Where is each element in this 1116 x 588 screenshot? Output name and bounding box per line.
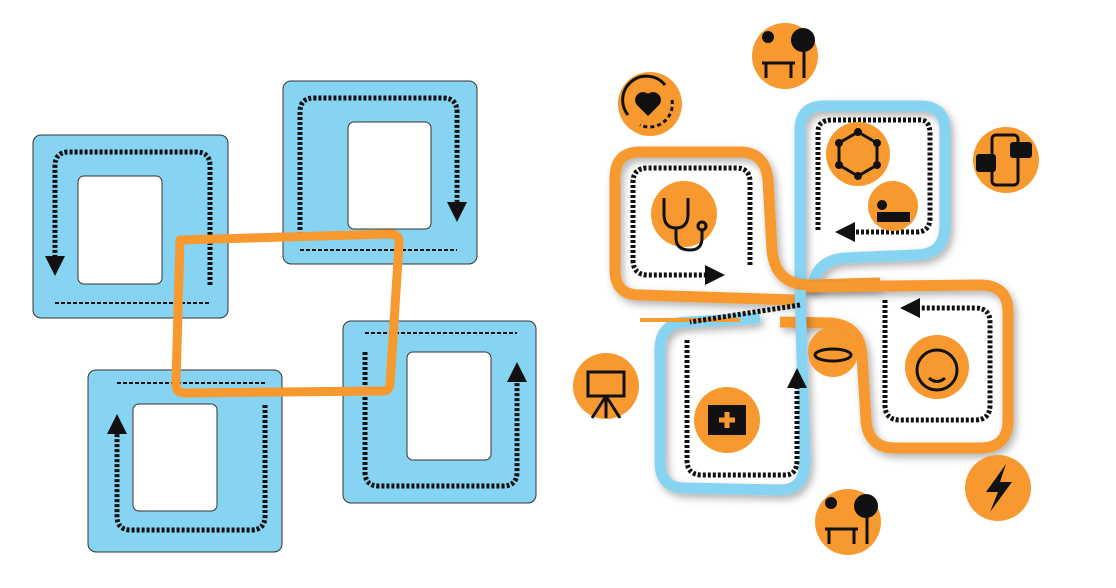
dotted-path-top-left [630, 165, 753, 285]
orange-connector-loop [171, 229, 404, 398]
box-top-left [32, 134, 229, 319]
dotted-path-top-right [815, 117, 933, 242]
loop-orange-bottom-right [779, 279, 1014, 454]
dotted-path-bottom-left [684, 302, 800, 478]
group-meeting-icon [808, 327, 858, 377]
loop-blue-bottom-left [654, 289, 811, 496]
science-presentation-icon [573, 353, 639, 419]
loop-orange-top-left [609, 146, 881, 306]
network-icon [826, 122, 890, 186]
box-bottom-right [342, 320, 537, 504]
loop-blue-top-right [794, 100, 951, 291]
left-diagram [32, 80, 537, 553]
stethoscope-icon [651, 181, 717, 247]
dotted-path-bottom-right [882, 298, 993, 423]
hospital-bed-icon [868, 181, 918, 231]
box-bottom-left [87, 369, 283, 553]
box-top-right [282, 80, 478, 265]
right-diagram [573, 23, 1039, 555]
